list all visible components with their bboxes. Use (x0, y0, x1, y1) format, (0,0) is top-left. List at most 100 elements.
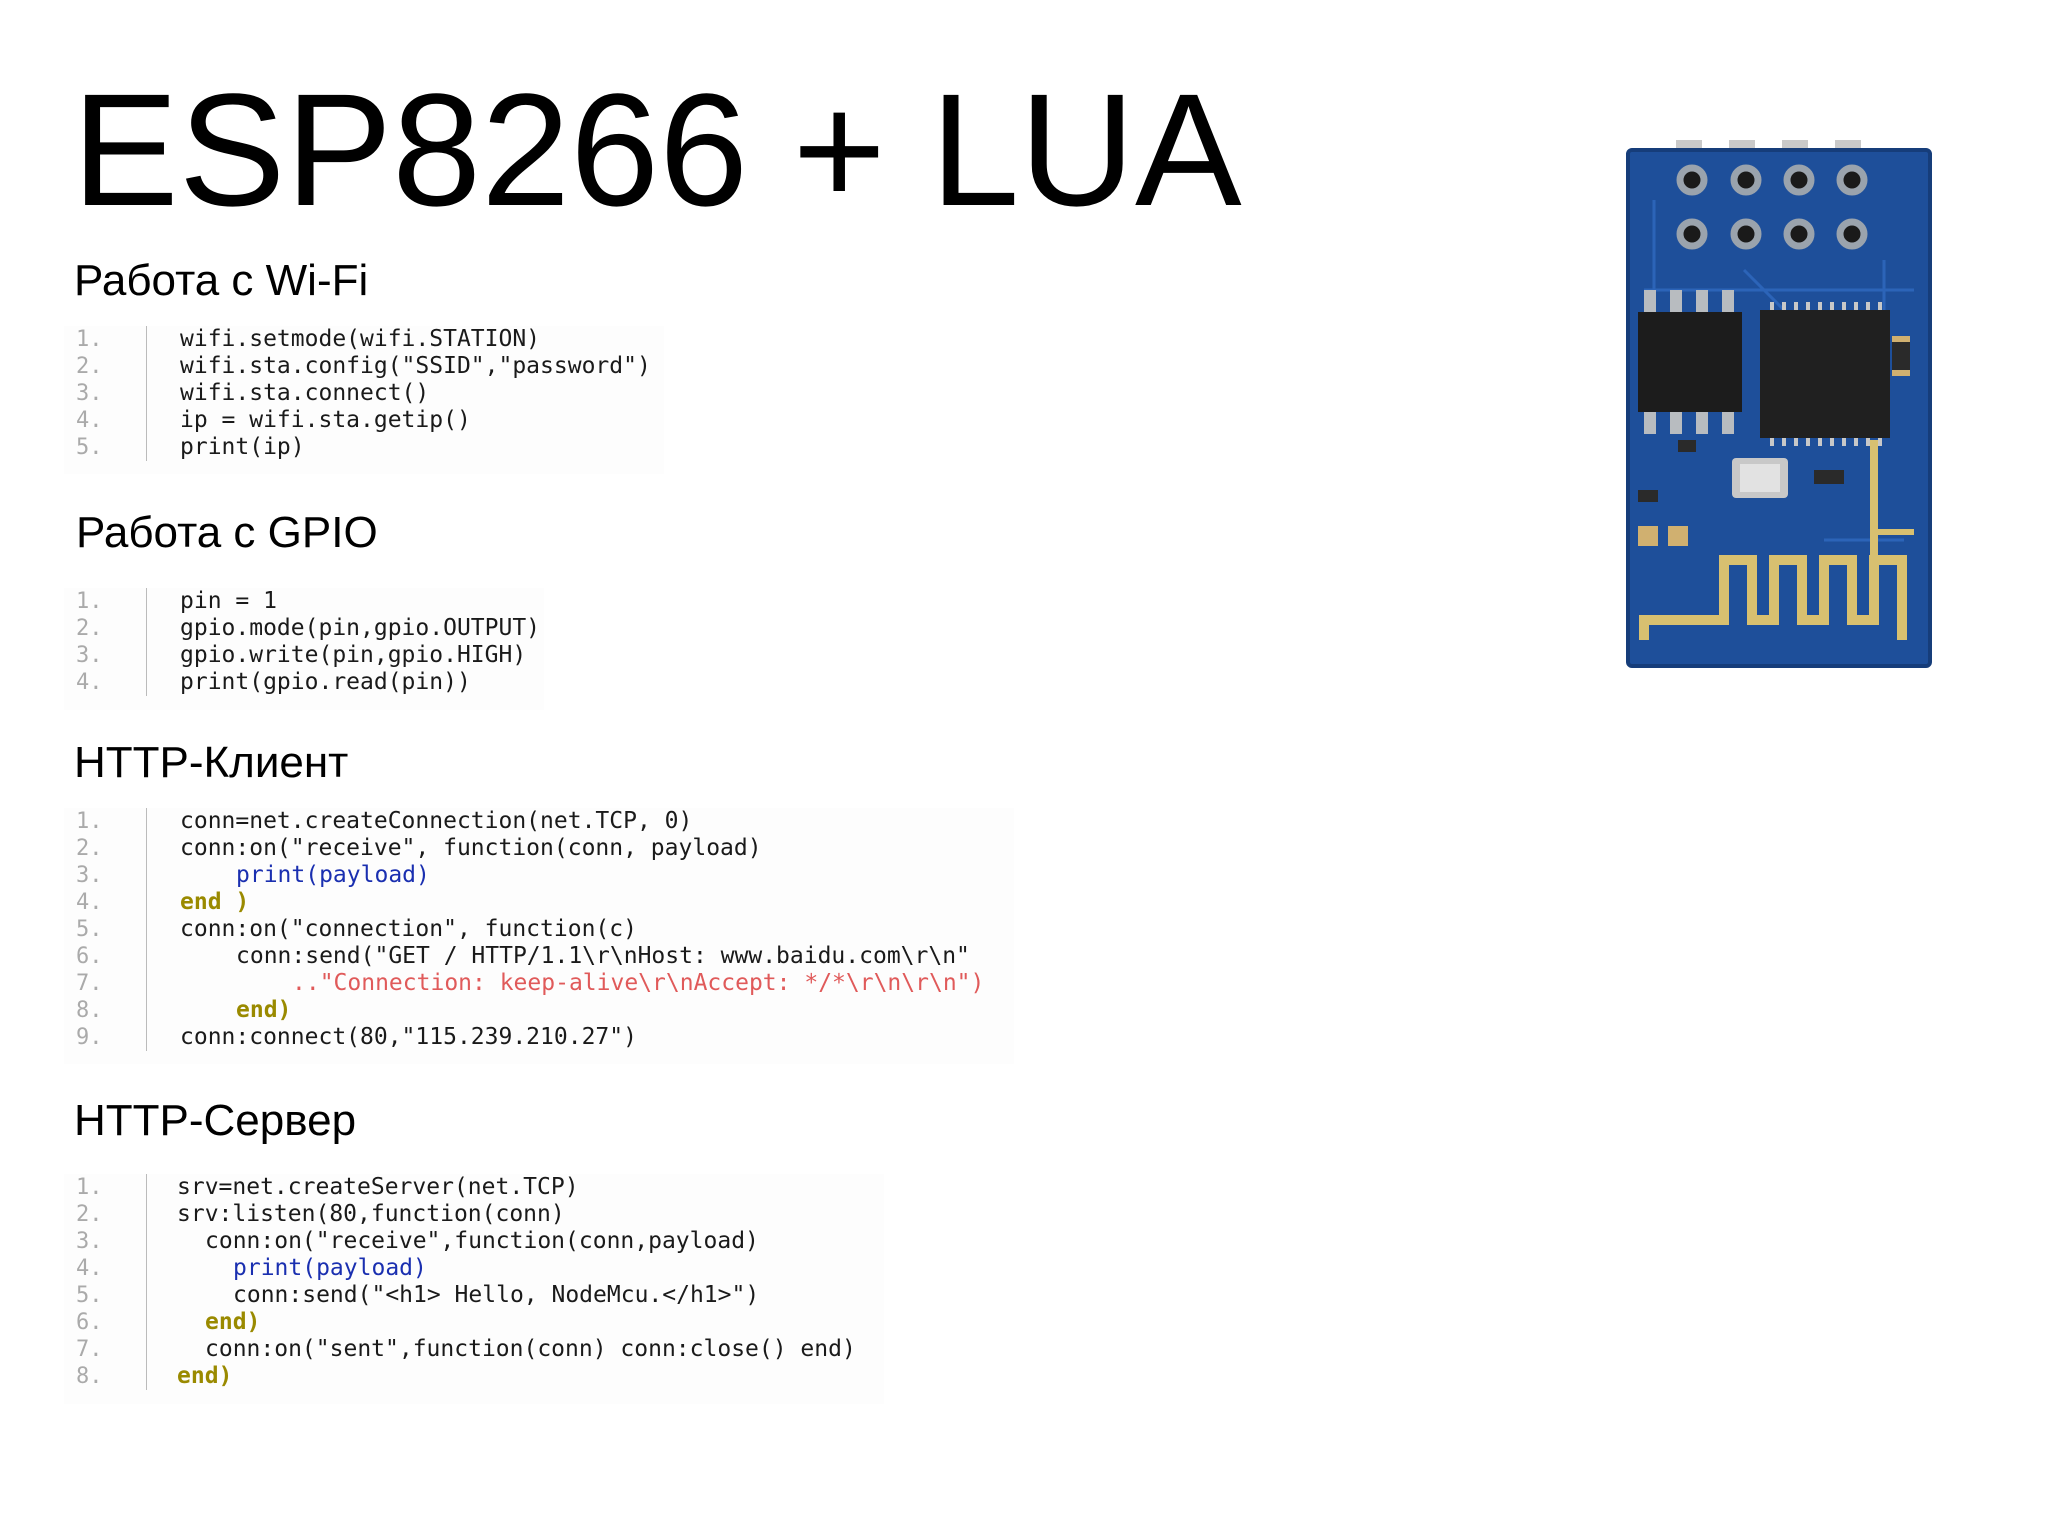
code-text: print(gpio.read(pin)) (180, 669, 471, 696)
code-line-text: print(ip) (180, 434, 305, 460)
code-text: conn:connect(80,"115.239.210.27") (180, 1024, 637, 1051)
code-text: ip = wifi.sta.getip() (180, 407, 471, 434)
code-line-text: srv=net.createServer(net.TCP) (177, 1174, 579, 1200)
line-number: 1. (76, 588, 147, 615)
line-number: 5. (76, 1282, 147, 1309)
code-line: 4.end ) (64, 889, 1014, 916)
code-text: conn:on("receive", function(conn, payloa… (180, 835, 762, 862)
line-number: 8. (76, 1363, 147, 1390)
code-line-text: wifi.sta.config("SSID","password") (180, 353, 651, 379)
line-number: 4. (76, 407, 147, 434)
code-line: 2. gpio.mode(pin,gpio.OUTPUT) (64, 615, 544, 642)
code-line-text: conn:connect(80,"115.239.210.27") (180, 1024, 637, 1050)
code-line-text: print(gpio.read(pin)) (180, 669, 471, 695)
line-number: 3. (76, 862, 147, 889)
slide-title: ESP8266 + LUA (72, 60, 1242, 239)
section-heading-http-client: HTTP-Клиент (74, 738, 349, 787)
code-line: 5. conn:send("<h1> Hello, NodeMcu.</h1>") (64, 1282, 884, 1309)
code-text: gpio.write(pin,gpio.HIGH) (180, 642, 526, 669)
code-line-text: conn:send("GET / HTTP/1.1\r\nHost: www.b… (236, 943, 970, 969)
line-number: 1. (76, 808, 147, 835)
code-block-gpio: 1. pin = 1 2. gpio.mode(pin,gpio.OUTPUT) 3… (64, 588, 544, 710)
code-text: pin = 1 (180, 588, 277, 615)
code-line-text: wifi.sta.connect() (180, 380, 430, 406)
code-line: 6. end) (64, 1309, 884, 1336)
code-line: 1.srv=net.createServer(net.TCP) (64, 1174, 884, 1201)
line-number: 3. (76, 1228, 147, 1255)
code-text: end) (236, 997, 291, 1024)
code-line: 8. end) (64, 1363, 884, 1390)
line-number: 3. (76, 642, 147, 669)
line-number: 6. (76, 943, 147, 970)
code-block-wifi: 1. wifi.setmode(wifi.STATION) 2. wifi.sta.… (64, 326, 664, 474)
code-text: gpio.mode(pin,gpio.OUTPUT) (180, 615, 540, 642)
code-line-text: conn:on("receive",function(conn,payload) (205, 1228, 759, 1254)
code-text: conn=net.createConnection(net.TCP, 0) (180, 808, 692, 835)
line-number: 8. (76, 997, 147, 1024)
line-number: 2. (76, 353, 147, 380)
code-line-text: .."Connection: keep-alive\r\nAccept: */*… (292, 970, 985, 996)
code-line-text: end) (205, 1309, 261, 1335)
esp8266-module-image (1626, 140, 1932, 668)
code-text: conn:send("<h1> Hello, NodeMcu.</h1>") (233, 1282, 759, 1309)
code-text: wifi.sta.config("SSID","password") (180, 353, 651, 380)
code-text: .."Connection: keep-alive\r\nAccept: */*… (292, 970, 984, 997)
code-text: wifi.setmode(wifi.STATION) (180, 326, 540, 353)
code-line-text: gpio.mode(pin,gpio.OUTPUT) (180, 615, 541, 641)
line-number: 6. (76, 1309, 147, 1336)
code-line: 2. wifi.sta.config("SSID","password") (64, 353, 664, 380)
code-line: 7. .."Connection: keep-alive\r\nAccept: *… (64, 970, 1014, 997)
section-heading-wifi: Работа с Wi-Fi (74, 256, 369, 305)
code-line-text: conn:on("sent",function(conn) conn:close… (205, 1336, 856, 1362)
section-heading-gpio: Работа с GPIO (76, 508, 378, 557)
line-number: 4. (76, 1255, 147, 1282)
line-number: 7. (76, 1336, 147, 1363)
code-line-text: ip = wifi.sta.getip() (180, 407, 471, 433)
code-text: conn:on("sent",function(conn) conn:close… (205, 1336, 856, 1363)
line-number: 5. (76, 916, 147, 943)
code-line: 3. wifi.sta.connect() (64, 380, 664, 407)
code-line: 8. end) (64, 997, 1014, 1024)
code-block-http-server: 1.srv=net.createServer(net.TCP) 2. srv:li… (64, 1174, 884, 1404)
code-line-text: conn=net.createConnection(net.TCP, 0) (180, 808, 693, 834)
code-line: 5. print(ip) (64, 434, 664, 461)
code-line-text: conn:on("connection", function(c) (180, 916, 637, 942)
code-text: srv:listen(80,function(conn) (177, 1201, 565, 1228)
code-line: 7. conn:on("sent",function(conn) conn:clo… (64, 1336, 884, 1363)
code-line-text: print(payload) (236, 862, 430, 888)
code-line-text: wifi.setmode(wifi.STATION) (180, 326, 541, 352)
code-text: conn:on("connection", function(c) (180, 916, 637, 943)
line-number: 1. (76, 326, 147, 353)
line-number: 4. (76, 669, 147, 696)
code-line: 2.conn:on("receive", function(conn, payl… (64, 835, 1014, 862)
line-number: 2. (76, 1201, 147, 1228)
line-number: 7. (76, 970, 147, 997)
code-line: 3. print(payload) (64, 862, 1014, 889)
code-line: 4. ip = wifi.sta.getip() (64, 407, 664, 434)
code-line-text: print(payload) (233, 1255, 427, 1281)
code-text: end) (177, 1363, 232, 1390)
code-line-text: conn:on("receive", function(conn, payloa… (180, 835, 762, 861)
code-text: srv=net.createServer(net.TCP) (177, 1174, 579, 1201)
code-line: 3. gpio.write(pin,gpio.HIGH) (64, 642, 544, 669)
code-line: 4. print(gpio.read(pin)) (64, 669, 544, 696)
code-text: conn:send("GET / HTTP/1.1\r\nHost: www.b… (236, 943, 970, 970)
line-number: 3. (76, 380, 147, 407)
code-line: 2. srv:listen(80,function(conn) (64, 1201, 884, 1228)
code-line: 1. wifi.setmode(wifi.STATION) (64, 326, 664, 353)
code-line: 4. print(payload) (64, 1255, 884, 1282)
line-number: 5. (76, 434, 147, 461)
code-line: 1. conn=net.createConnection(net.TCP, 0) (64, 808, 1014, 835)
code-line-text: gpio.write(pin,gpio.HIGH) (180, 642, 527, 668)
code-text: end) (205, 1309, 260, 1336)
line-number: 9. (76, 1024, 147, 1051)
code-line-text: conn:send("<h1> Hello, NodeMcu.</h1>") (233, 1282, 760, 1308)
code-line: 1. pin = 1 (64, 588, 544, 615)
code-line-text: end) (236, 997, 292, 1023)
code-text: wifi.sta.connect() (180, 380, 429, 407)
code-text: conn:on("receive",function(conn,payload) (205, 1228, 759, 1255)
code-text: print(payload) (233, 1255, 427, 1282)
code-line: 3. conn:on("receive",function(conn,payloa… (64, 1228, 884, 1255)
code-line: 9. conn:connect(80,"115.239.210.27") (64, 1024, 1014, 1051)
line-number: 2. (76, 615, 147, 642)
